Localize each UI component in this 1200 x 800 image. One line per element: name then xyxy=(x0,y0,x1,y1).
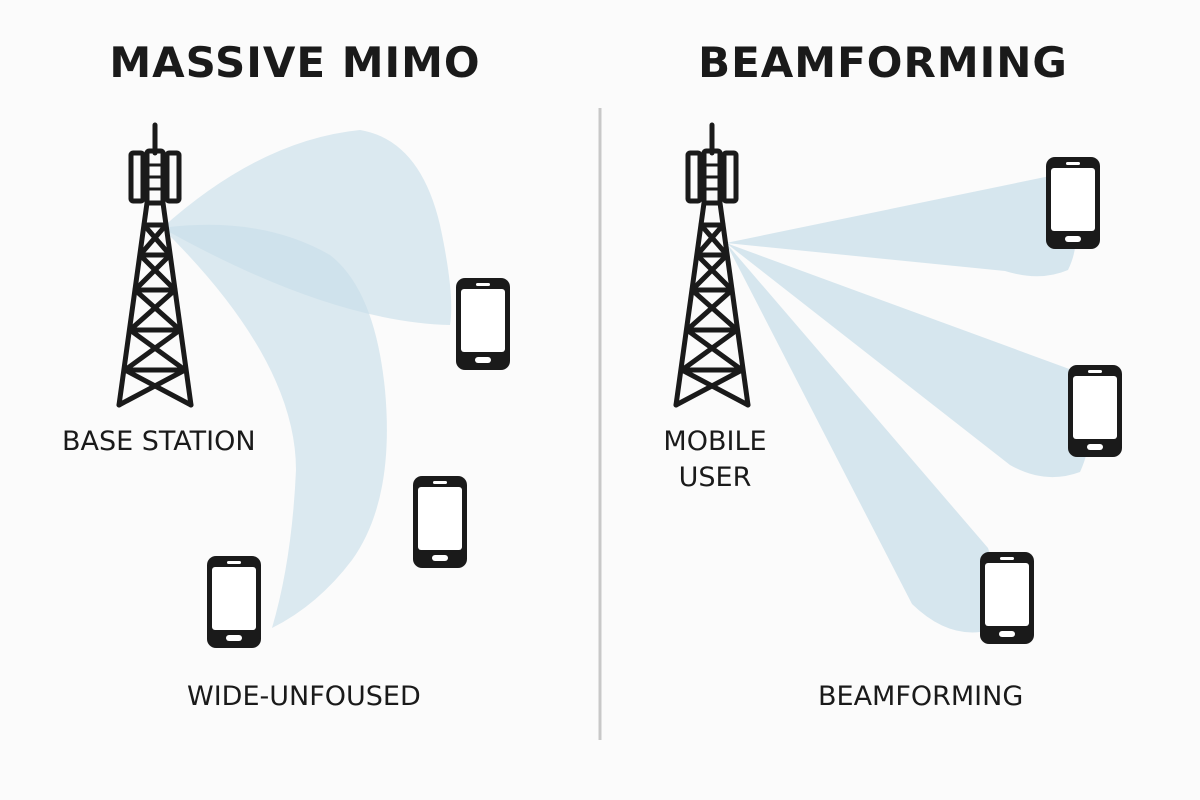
beamforming-title: BEAMFORMING xyxy=(698,38,1068,87)
focused-beam-1 xyxy=(726,176,1076,277)
wide-beam-upper xyxy=(162,130,452,325)
base-station-label: BASE STATION xyxy=(62,426,256,457)
smartphone-icon xyxy=(1046,157,1100,249)
mobile-user-label-line2: USER xyxy=(678,462,752,493)
wide-beam-lower xyxy=(162,224,387,628)
cell-tower-icon xyxy=(119,125,191,405)
wide-beam-group xyxy=(162,130,452,628)
mobile-user-label-line1: MOBILE xyxy=(663,426,767,457)
beamforming-caption: BEAMFORMING xyxy=(818,681,1024,712)
mobile-user-label: MOBILE USER xyxy=(662,424,768,496)
massive-mimo-title: MASSIVE MIMO xyxy=(109,38,481,87)
smartphone-icon xyxy=(456,278,510,370)
cell-tower-icon xyxy=(676,125,748,405)
focused-beam-2 xyxy=(726,243,1090,478)
wide-unfocused-caption: WIDE-UNFOUSED xyxy=(187,681,421,712)
smartphone-icon xyxy=(413,476,467,568)
smartphone-icon xyxy=(1068,365,1122,457)
focused-beam-3 xyxy=(726,243,997,633)
focused-beam-group xyxy=(726,176,1090,633)
smartphone-icon xyxy=(207,556,261,648)
smartphone-icon xyxy=(980,552,1034,644)
